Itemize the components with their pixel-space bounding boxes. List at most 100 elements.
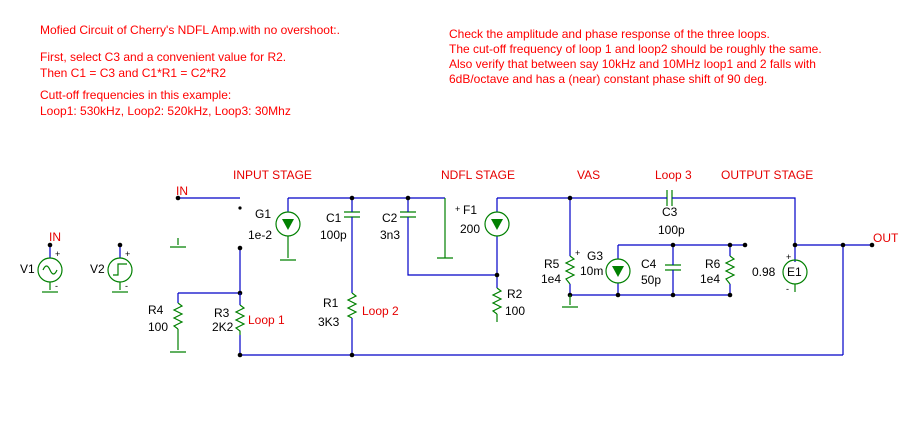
junction-g3-bot [615,292,621,298]
junctions [47,195,875,358]
c3-value: 100p [658,223,685,237]
f1-name: F1 [463,203,477,217]
note-slope: 6dB/octave and has a (near) constant pha… [449,72,767,86]
wire-c2-to-r2 [407,226,497,276]
net-in-label: IN [176,184,188,198]
current-arrow-icon [282,219,294,230]
resistor-r6[interactable]: R6 1e4 [700,255,736,286]
resistor-icon [724,255,736,285]
v1-minus: - [55,281,58,291]
capacitor-c3[interactable]: C3 100p [658,190,685,237]
r6-name: R6 [705,257,721,271]
r2-name: R2 [507,287,523,301]
note-step2: Then C1 = C3 and C1*R1 = C2*R2 [40,66,226,80]
junction-fb-left [237,352,243,358]
junction-g1 [237,245,243,251]
resistor-icon [564,255,576,285]
loop2-label: Loop 2 [362,304,399,318]
c1-value: 100p [320,228,347,242]
stage-vas-label: VAS [577,168,600,182]
note-cutoff-values: Loop1: 530kHz, Loop2: 520kHz, Loop3: 30M… [40,104,291,118]
r5-value: 1e4 [541,272,561,286]
resistor-icon [234,304,246,335]
capacitor-icon [666,190,673,206]
loop3-label: Loop 3 [655,168,692,182]
e1-plus: + [786,252,791,262]
c4-value: 50p [641,273,661,287]
capacitor-c2[interactable]: C2 3n3 [380,210,416,242]
f1-value: 200 [460,222,480,236]
source-v2[interactable]: V2 + - [90,249,133,293]
stage-input-label: INPUT STAGE [233,168,312,182]
e1-name: E1 [787,265,802,279]
junction-r6-bot [727,292,733,298]
note-title: Mofied Circuit of Cherry's NDFL Amp.with… [40,23,340,37]
note-cutoff-same: The cut-off frequency of loop 1 and loop… [449,42,822,56]
source-v1[interactable]: V1 IN + - [20,230,63,293]
notes-left: Mofied Circuit of Cherry's NDFL Amp.with… [40,23,340,118]
ground-icon [562,295,578,308]
r6-value: 1e4 [700,272,720,286]
v2-symbol [107,257,133,283]
g3-name: G3 [587,249,603,263]
e1-value: 0.98 [752,265,776,279]
capacitor-c1[interactable]: C1 100p [320,210,360,242]
junction-e1-out [792,242,798,248]
capacitor-c4[interactable]: C4 50p [641,257,681,287]
ground-icon [170,329,186,353]
junction-e1-in [742,242,748,248]
note-check: Check the amplitude and phase response o… [449,27,770,41]
vccs-g1[interactable]: G1 1e-2 [238,206,301,261]
ground-icon [437,240,453,259]
notes-right: Check the amplitude and phase response o… [449,27,822,86]
r2-value: 100 [505,304,525,318]
c2-name: C2 [382,211,398,225]
stage-ndfl-label: NDFL STAGE [441,168,515,182]
r1-value: 3K3 [318,315,340,329]
note-step1: First, select C3 and a convenient value … [40,50,286,64]
resistor-r5[interactable]: R5 1e4 + [541,248,580,308]
c4-name: C4 [641,257,657,271]
current-arrow-icon [612,266,624,277]
junction-r6-top [727,242,733,248]
resistor-r2[interactable]: R2 100 [491,287,525,322]
stage-output-label: OUTPUT STAGE [721,168,813,182]
sine-wave-icon [42,265,58,275]
v1-plus: + [55,249,60,259]
resistor-icon [491,287,503,315]
c2-value: 3n3 [380,228,400,242]
junction-c2 [405,195,411,201]
note-cutoff-heading: Cutt-off frequencies in this example: [40,88,231,102]
junction-r1 [349,352,355,358]
junction-v2 [117,242,123,248]
wire-c3-e1 [678,197,796,262]
e1-minus: - [786,284,789,294]
r4-value: 100 [148,320,168,334]
v1-name: V1 [20,262,35,276]
v2-minus: - [125,281,128,291]
junction-c1 [349,195,355,201]
loop1-label: Loop 1 [248,313,285,327]
capacitor-icon [344,211,360,218]
g3-symbol [605,258,631,284]
pulse-wave-icon [113,263,127,276]
c1-name: C1 [326,211,342,225]
resistor-r3[interactable]: R3 2K2 [212,293,246,335]
r4-name: R4 [148,303,164,317]
v1-net-label: IN [49,230,61,244]
net-out-label: OUT [873,231,899,245]
vccs-g3[interactable]: G3 10m [580,249,631,284]
cccs-f1[interactable]: F1 200 + [437,198,510,259]
g1-sense-plus-pin [238,206,242,210]
v2-plus: + [125,249,130,259]
resistor-icon [172,302,184,330]
resistor-r4[interactable]: R4 100 [148,302,186,353]
resistor-r1[interactable]: R1 3K3 [318,292,358,329]
note-verify: Also verify that between say 10kHz and 1… [449,57,816,71]
junction-v1 [47,242,53,248]
vcvs-e1[interactable]: E1 0.98 + - [752,252,808,294]
r3-value: 2K2 [212,320,234,334]
r5-plus: + [575,248,580,258]
f1-plus: + [455,204,460,214]
